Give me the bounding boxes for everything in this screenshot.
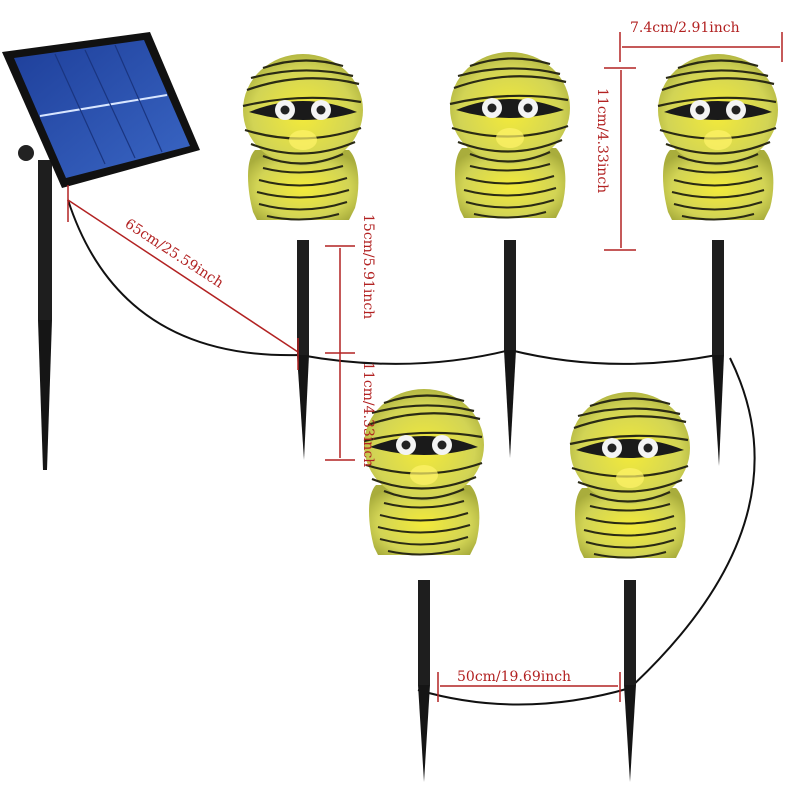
stake-lower-label: 11cm/4.33inch (360, 362, 376, 467)
stake-3 (712, 240, 724, 466)
mummy-light-4 (362, 387, 486, 557)
mummy-light-2 (448, 50, 572, 220)
stake-5 (624, 580, 636, 782)
mummy-light-5 (568, 390, 692, 560)
mummy-light-1 (241, 52, 365, 222)
mummy-light-3 (656, 52, 780, 222)
stake-1 (297, 240, 309, 460)
wires (67, 199, 756, 706)
solar-panel (2, 32, 200, 470)
stake-4 (418, 580, 430, 782)
stake-2 (504, 240, 516, 458)
dimension-lines (67, 32, 783, 702)
panel-distance-label: 65cm/25.59inch (122, 216, 226, 292)
stake-upper-label: 15cm/5.91inch (360, 214, 376, 319)
width-label: 7.4cm/2.91inch (630, 20, 740, 36)
spacing-label: 50cm/19.69inch (457, 669, 571, 685)
head-height-label: 11cm/4.33inch (594, 88, 610, 193)
